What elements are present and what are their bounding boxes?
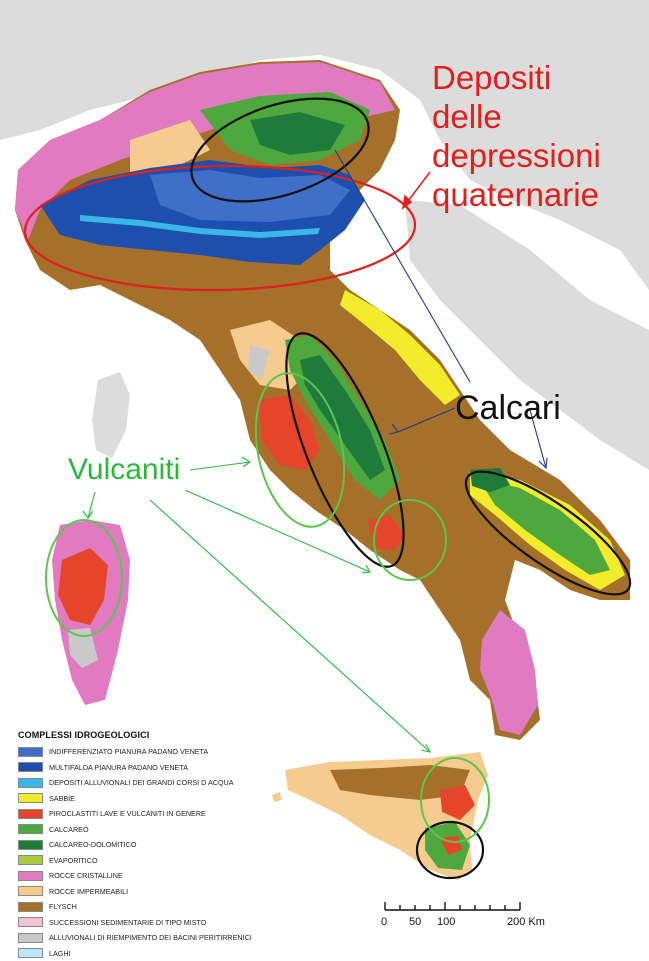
- legend-item: CALCAREO-DOLOMITICO: [18, 837, 328, 853]
- legend-label: ROCCE CRISTALLINE: [49, 871, 123, 880]
- legend-label: CALCAREO: [49, 825, 89, 834]
- scale-label-200: 200 Km: [507, 916, 545, 928]
- legend-swatch: [18, 824, 43, 834]
- legend-label: EVAPORITICO: [49, 856, 98, 865]
- legend-item: INDIFFERENZIATO PIANURA PADANO VENETA: [18, 744, 328, 760]
- legend-item: ROCCE CRISTALLINE: [18, 868, 328, 884]
- legend-label: SUCCESSIONI SEDIMENTARIE DI TIPO MISTO: [49, 918, 206, 927]
- annotation-vulcaniti: Vulcaniti: [68, 452, 180, 488]
- legend-label: LAGHI: [49, 949, 71, 958]
- legend-label: CALCAREO-DOLOMITICO: [49, 840, 136, 849]
- annotation-depositi-line: depressioni: [432, 136, 647, 175]
- legend-swatch: [18, 948, 43, 958]
- legend-item: SABBIE: [18, 791, 328, 807]
- annotation-calcari: Calcari: [455, 388, 561, 428]
- legend-item: MULTIFALDA PIANURA PADANO VENETA: [18, 760, 328, 776]
- scale-label-0: 0: [381, 916, 387, 928]
- legend-item: SUCCESSIONI SEDIMENTARIE DI TIPO MISTO: [18, 915, 328, 931]
- legend-swatch: [18, 809, 43, 819]
- annotation-depositi: Depositi delle depressioni quaternarie: [432, 58, 647, 214]
- legend-item: DEPOSITI ALLUVIONALI DEI GRANDI CORSI D …: [18, 775, 328, 791]
- annotation-depositi-line: quaternarie: [432, 175, 647, 214]
- legend-label: MULTIFALDA PIANURA PADANO VENETA: [49, 763, 188, 772]
- legend-item: EVAPORITICO: [18, 853, 328, 869]
- legend-item: PIROCLASTITI LAVE E VULCANITI IN GENERE: [18, 806, 328, 822]
- legend-swatch: [18, 886, 43, 896]
- legend-swatch: [18, 793, 43, 803]
- legend-item: FLYSCH: [18, 899, 328, 915]
- legend-swatch: [18, 855, 43, 865]
- legend-label: DEPOSITI ALLUVIONALI DEI GRANDI CORSI D …: [49, 778, 234, 787]
- legend-swatch: [18, 917, 43, 927]
- legend-swatch: [18, 747, 43, 757]
- legend-item: ROCCE IMPERMEABILI: [18, 884, 328, 900]
- scale-label-50: 50: [409, 916, 421, 928]
- legend-item: CALCAREO: [18, 822, 328, 838]
- legend-label: INDIFFERENZIATO PIANURA PADANO VENETA: [49, 747, 208, 756]
- legend-swatch: [18, 778, 43, 788]
- legend-label: PIROCLASTITI LAVE E VULCANITI IN GENERE: [49, 809, 206, 818]
- legend-swatch: [18, 933, 43, 943]
- legend-title: COMPLESSI IDROGEOLOGICI: [18, 730, 328, 740]
- legend-label: SABBIE: [49, 794, 75, 803]
- legend-items: INDIFFERENZIATO PIANURA PADANO VENETA MUL…: [18, 744, 328, 961]
- legend-swatch: [18, 902, 43, 912]
- annotation-depositi-line: delle: [432, 97, 647, 136]
- legend: COMPLESSI IDROGEOLOGICI INDIFFERENZIATO …: [18, 730, 328, 961]
- legend-swatch: [18, 871, 43, 881]
- scale-label-100: 100: [437, 916, 455, 928]
- legend-swatch: [18, 762, 43, 772]
- annotation-depositi-line: Depositi: [432, 58, 647, 97]
- legend-swatch: [18, 840, 43, 850]
- legend-item: ALLUVIONALI DI RIEMPIMENTO DEI BACINI PE…: [18, 930, 328, 946]
- legend-label: FLYSCH: [49, 902, 77, 911]
- legend-label: ROCCE IMPERMEABILI: [49, 887, 128, 896]
- legend-item: LAGHI: [18, 946, 328, 961]
